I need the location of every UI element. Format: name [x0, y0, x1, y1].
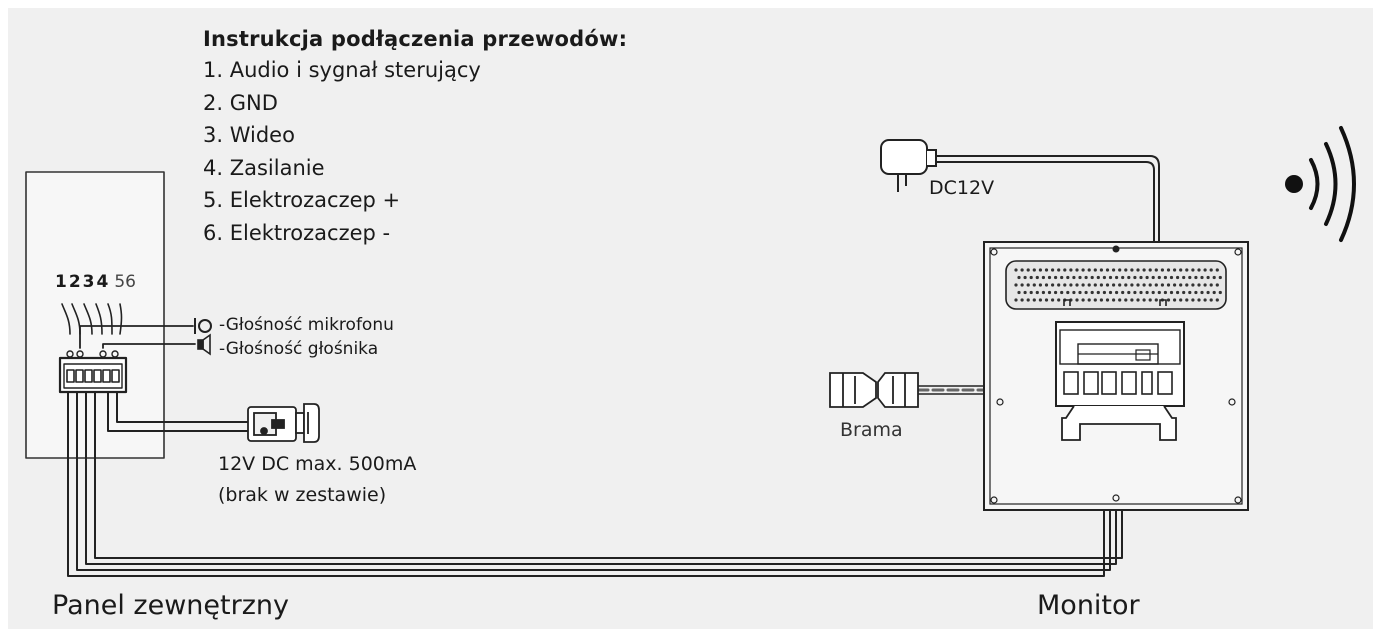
microphone-icon [194, 318, 212, 334]
power-label: DC12V [929, 177, 995, 199]
panel-terminal-block [58, 350, 128, 394]
instructions-title: Instrukcja podłączenia przewodów: [203, 27, 628, 51]
adapter-icon [880, 139, 937, 192]
electric-lock-icon [247, 403, 320, 443]
panel-terminal-wires [61, 303, 123, 335]
lock-spec-label: 12V DC max. 500mA [218, 453, 417, 475]
instruction-item-6: 6. Elektrozaczep - [203, 220, 391, 245]
mic-leader-line [79, 325, 194, 349]
instruction-item-2: 2. GND [203, 90, 278, 115]
instruction-item-4: 4. Zasilanie [203, 155, 325, 180]
monitor-label: Monitor [1037, 590, 1140, 621]
speaker-icon [197, 333, 211, 356]
power-cable [935, 155, 1160, 319]
gate-label: Brama [840, 419, 903, 441]
instruction-item-5: 5. Elektrozaczep + [203, 188, 401, 212]
speaker-leader-line [102, 343, 196, 349]
lock-wires [107, 391, 249, 432]
gate-icon [829, 372, 919, 408]
monitor-back [983, 241, 1249, 511]
terminal-numbers-light: 56 [114, 272, 136, 292]
speaker-volume-label: -Głośność głośnika [219, 339, 379, 359]
wireless-icon [1285, 126, 1356, 242]
panel-label: Panel zewnętrzny [52, 590, 289, 621]
instructions-list: 1. Audio i sygnał sterujący 2. GND 3. Wi… [203, 54, 627, 249]
lock-note-label: (brak w zestawie) [218, 484, 387, 506]
mic-volume-label: -Głośność mikrofonu [219, 315, 394, 335]
wiring-instructions: Instrukcja podłączenia przewodów: 1. Aud… [203, 24, 627, 249]
terminal-numbers-bold: 1234 [55, 272, 111, 292]
instruction-item-3: 3. Wideo [203, 123, 295, 147]
instruction-item-1: 1. Audio i sygnał sterujący [203, 58, 481, 82]
